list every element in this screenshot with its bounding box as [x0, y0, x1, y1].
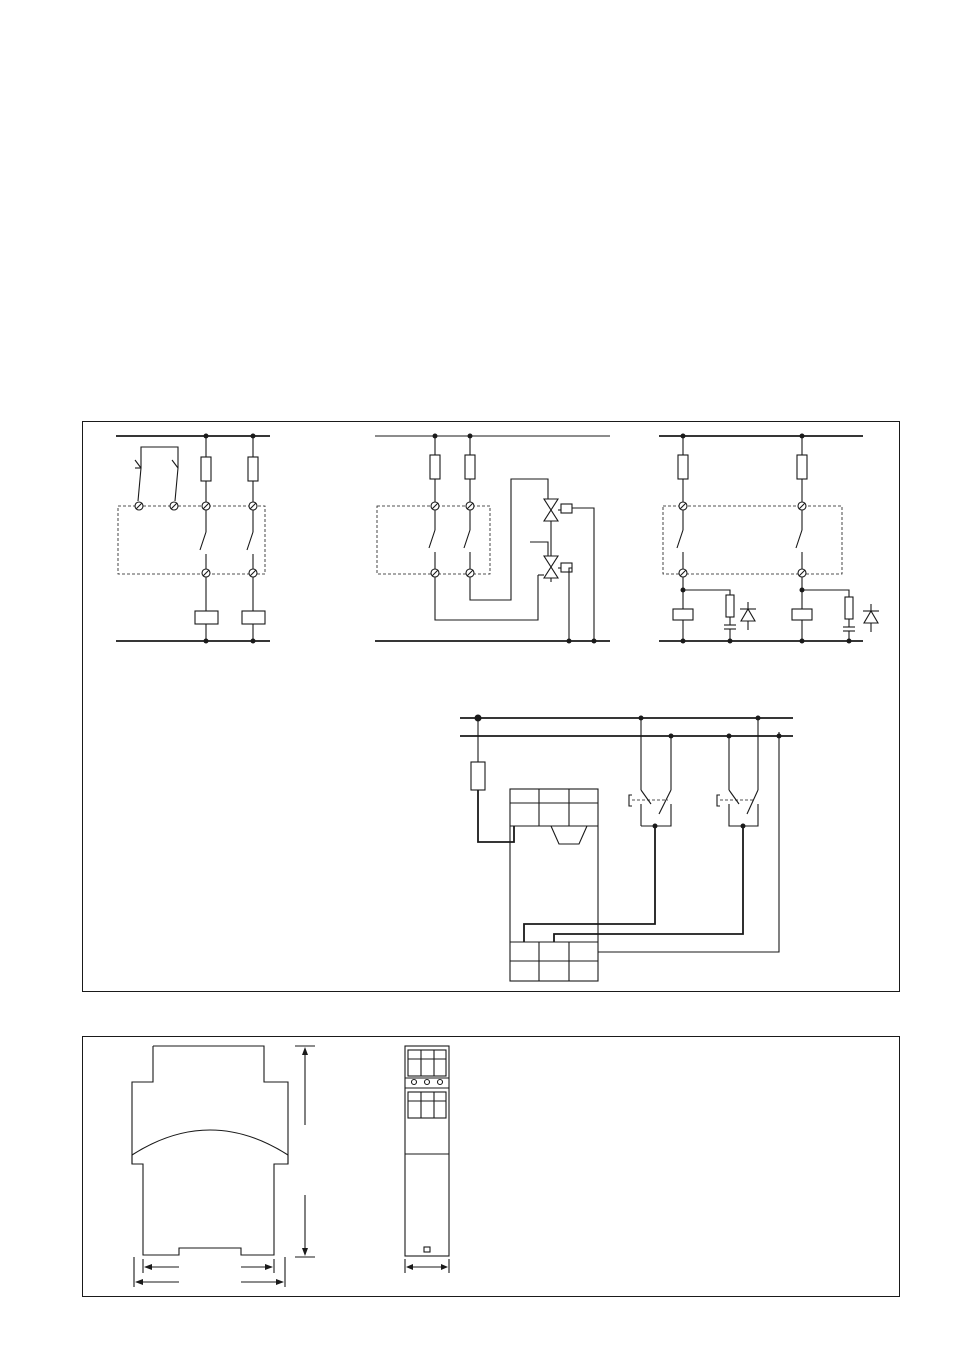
rail-clip-icon — [424, 1247, 430, 1252]
dimension-drawings-svg — [83, 1037, 899, 1296]
terminal-block-icon — [510, 789, 598, 981]
front-view — [132, 1046, 315, 1287]
coil-icon — [242, 611, 265, 624]
diode-icon — [740, 602, 756, 630]
terminal-icon — [679, 502, 806, 577]
side-view — [405, 1046, 449, 1273]
dimension-arrow-icon — [134, 1257, 285, 1287]
fuse-icon — [797, 455, 807, 479]
terminal-block-icon — [405, 1050, 449, 1154]
dimension-drawing-panel — [82, 1036, 900, 1297]
circuit-diagram-4 — [460, 715, 793, 982]
switch-icon — [717, 718, 758, 829]
dimension-arrow-icon — [405, 1259, 449, 1273]
terminal-icon — [202, 569, 257, 577]
wiring-diagrams-svg — [83, 422, 899, 991]
external-contact-icon — [135, 447, 178, 501]
fuse-icon — [465, 455, 475, 479]
coil-icon — [195, 611, 218, 624]
fuse-icon — [430, 455, 440, 479]
coil-icon — [792, 609, 812, 620]
contact-icon — [677, 510, 802, 569]
housing-outline — [132, 1046, 288, 1255]
terminal-icon — [431, 502, 474, 577]
fuse-icon — [248, 457, 258, 481]
resistor-icon — [845, 597, 853, 619]
contact-icon — [200, 510, 253, 569]
module-outline — [663, 506, 842, 574]
module-outline — [377, 506, 490, 574]
circuit-diagram-3 — [659, 434, 879, 644]
wiring-diagram-panel — [82, 421, 900, 992]
dimension-arrow-icon — [295, 1046, 315, 1257]
circuit-diagram-1 — [116, 434, 270, 644]
valve-icon — [544, 556, 572, 641]
fuse-icon — [678, 455, 688, 479]
resistor-icon — [726, 595, 734, 617]
fuse-icon — [471, 762, 485, 790]
fuse-icon — [201, 457, 211, 481]
capacitor-icon — [724, 625, 736, 629]
diode-icon — [863, 604, 879, 632]
coil-icon — [673, 609, 693, 620]
contact-icon — [429, 510, 470, 569]
circuit-diagram-2 — [375, 434, 610, 644]
switch-icon — [629, 718, 671, 829]
capacitor-icon — [843, 627, 855, 631]
module-outline — [118, 506, 265, 574]
